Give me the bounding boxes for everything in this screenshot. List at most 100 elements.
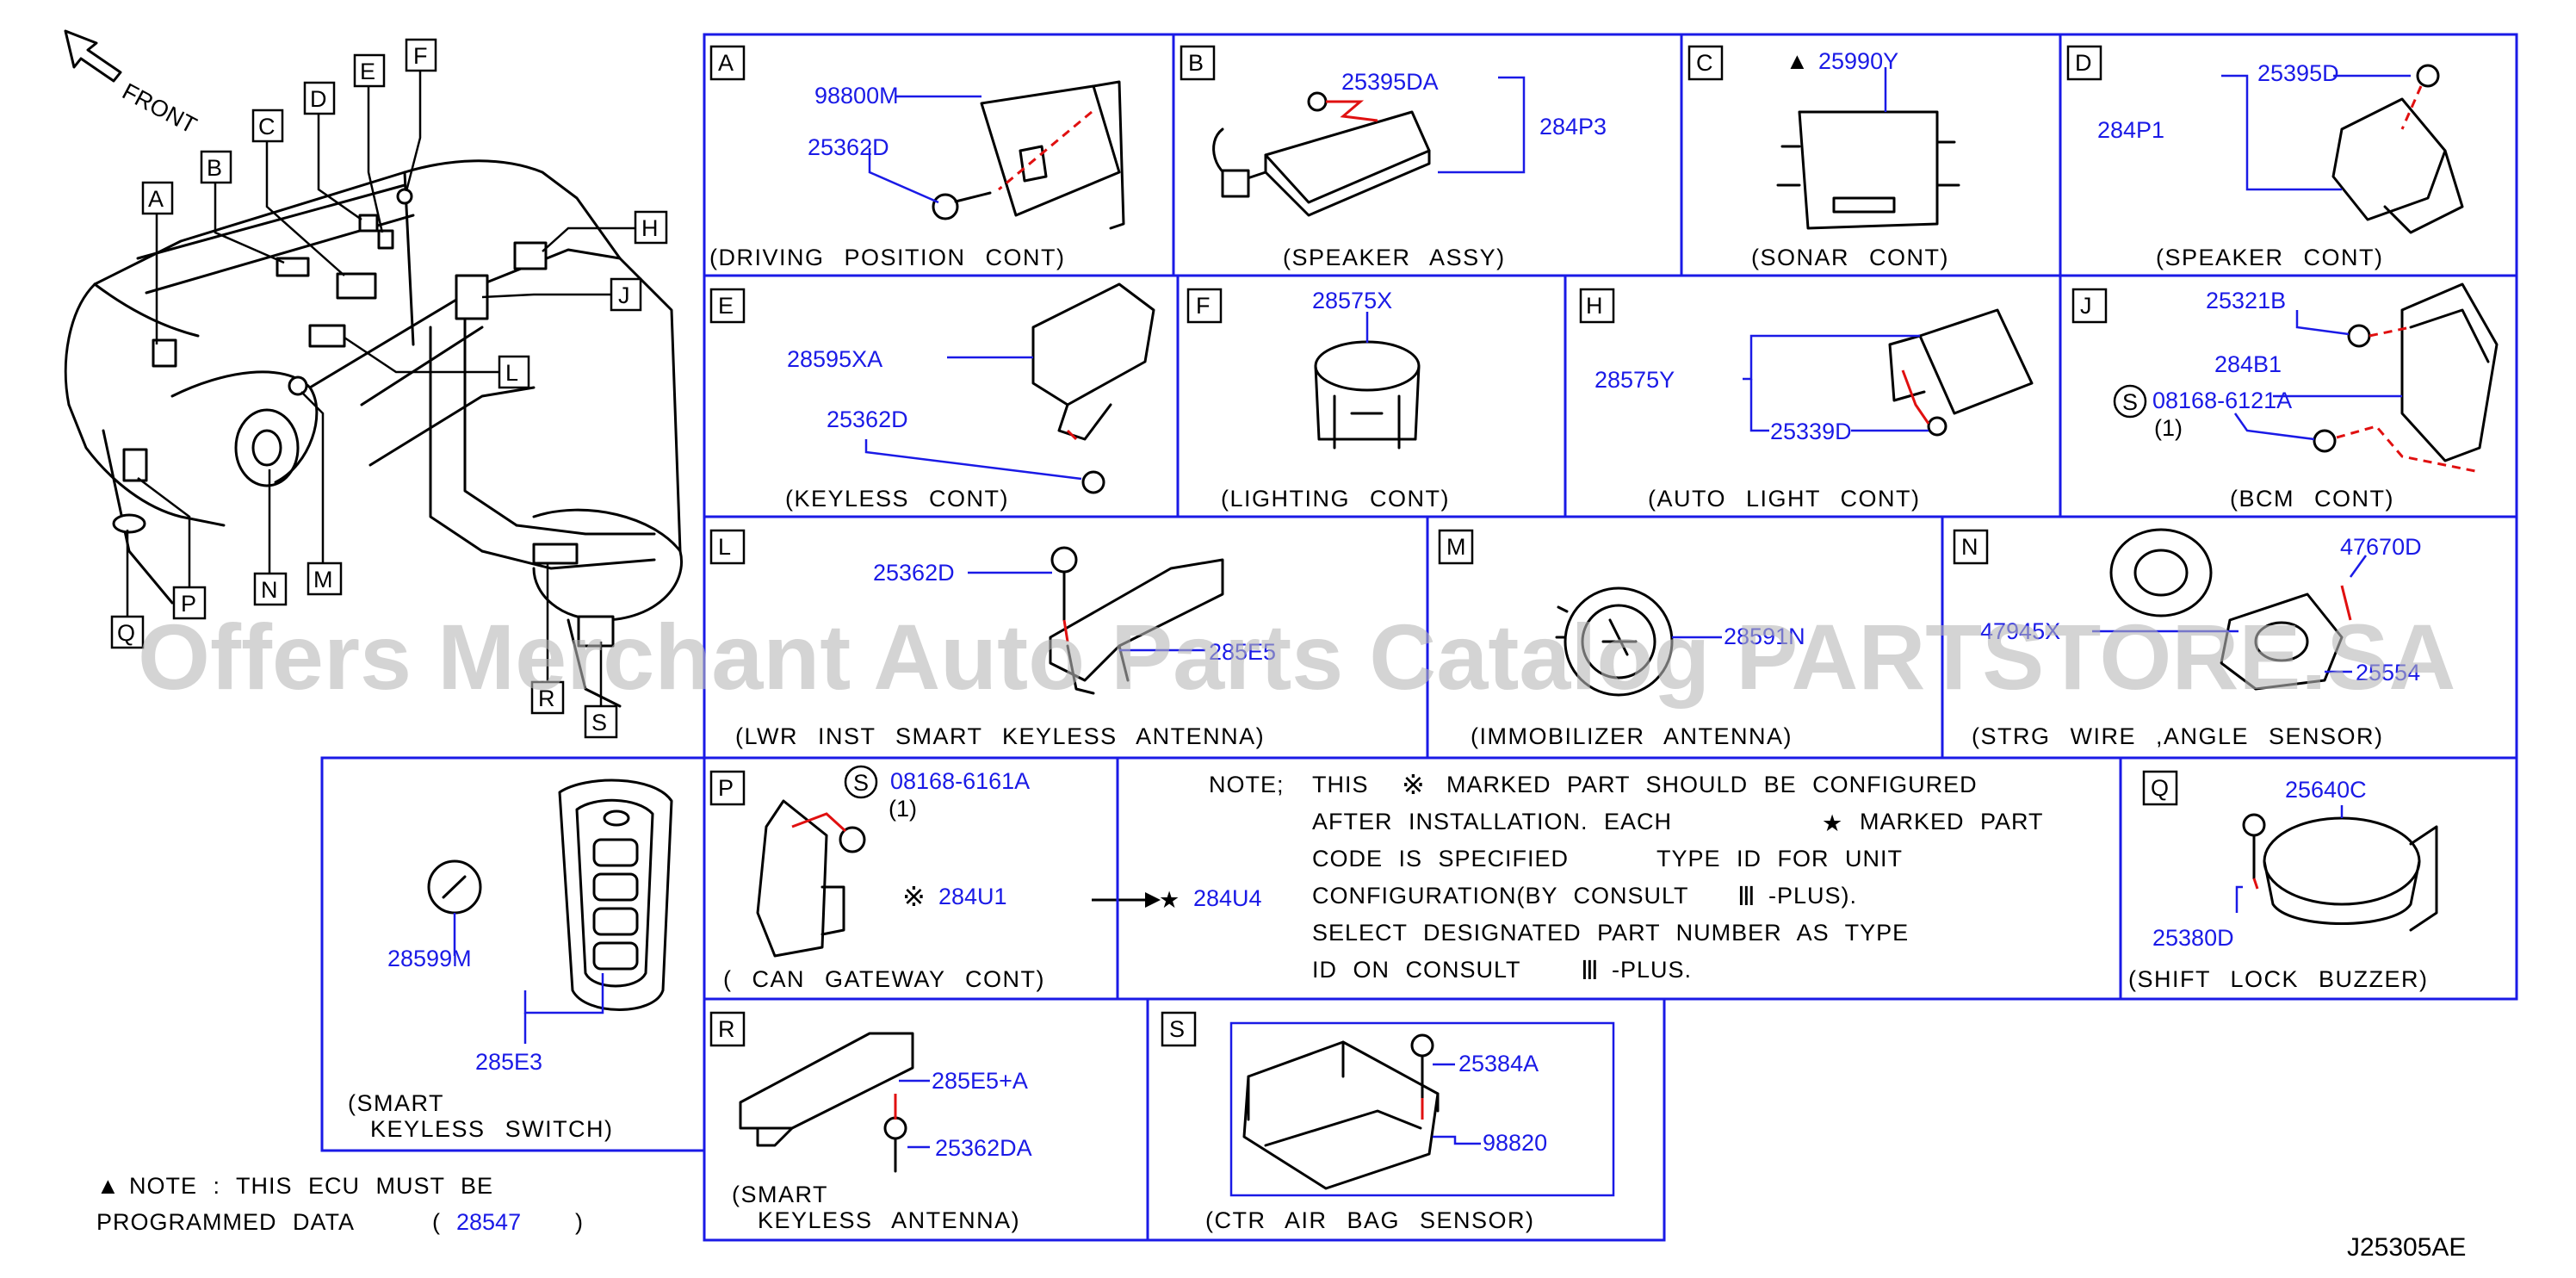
panel-caption: (LIGHTING CONT)	[1221, 486, 1450, 512]
part-number: 08168-6161A	[890, 768, 1030, 794]
svg-text:E: E	[360, 59, 375, 84]
svg-text:PROGRAMMED DATA: PROGRAMMED DATA	[96, 1209, 355, 1235]
panel-b: B 25395DA 284P3 (SPEAKER ASSY)	[1172, 33, 1683, 277]
overview-letter-n: N	[253, 572, 288, 606]
part-number: 25362DA	[935, 1135, 1032, 1161]
can-gateway-cont-drawing	[756, 799, 866, 958]
panel-letter: A	[718, 50, 734, 76]
overview-letter-q: Q	[110, 615, 145, 649]
part-number: 47670D	[2340, 534, 2422, 560]
standard-part-mark: S	[2122, 389, 2138, 415]
figure-code: J25305AE	[2347, 1233, 2466, 1262]
svg-text:CODE IS SPECIFIED: CODE IS SPECIFIED	[1312, 846, 1569, 872]
panel-m: M 28591N (IMMOBILIZER ANTENNA)	[1426, 515, 1944, 760]
panel-letter: J	[2080, 293, 2092, 319]
panel-d: D 25395D 284P1 (SPEAKER CONT)	[2059, 33, 2518, 277]
part-number: 285E5+A	[932, 1068, 1028, 1094]
configuration-note: NOTE; THIS ※ MARKED PART SHOULD BE CONFI…	[1116, 756, 2122, 1001]
panel-letter: S	[1169, 1016, 1185, 1042]
panel-caption: (BCM CONT)	[2230, 486, 2394, 512]
standard-part-mark: S	[853, 770, 869, 796]
svg-text:B: B	[207, 155, 222, 181]
part-number: 28575X	[1312, 288, 1392, 313]
panel-caption: ( CAN GATEWAY CONT)	[723, 966, 1045, 992]
front-label: FRONT	[118, 78, 201, 139]
lighting-cont-drawing	[1314, 340, 1421, 450]
overview-letter-e: E	[353, 53, 386, 88]
svg-text:J: J	[618, 282, 630, 308]
svg-text:NOTE : THIS ECU MUST BE: NOTE : THIS ECU MUST BE	[129, 1173, 493, 1199]
reference-mark: ※	[1402, 769, 1425, 800]
panel-caption: (LWR INST SMART KEYLESS ANTENNA)	[735, 723, 1265, 749]
strg-wire-angle-sensor-drawing	[2109, 528, 2352, 691]
part-number: 28547	[456, 1209, 521, 1235]
part-number: 28575Y	[1595, 367, 1675, 393]
overview-part-e	[377, 229, 394, 250]
panel-caption: (SONAR CONT)	[1751, 245, 1949, 270]
svg-text:P: P	[181, 591, 196, 617]
programmed-marker: ▲	[96, 1173, 120, 1199]
panel-caption: (SMART	[348, 1090, 444, 1116]
overview-letter-m: M	[307, 561, 343, 596]
overview-part-d	[358, 214, 379, 233]
sonar-cont-drawing	[1776, 110, 1960, 230]
part-number: 285E3	[475, 1049, 542, 1075]
part-number: 28599M	[387, 946, 472, 971]
overview-letter-s: S	[584, 704, 618, 739]
svg-text:Q: Q	[117, 620, 135, 646]
svg-text:SELECT DESIGNATED PART NUMBER: SELECT DESIGNATED PART NUMBER AS TYPE	[1312, 920, 1909, 946]
overview-letter-l: L	[498, 355, 530, 389]
svg-text:MARKED PART SHOULD BE CONFIGUR: MARKED PART SHOULD BE CONFIGURED	[1446, 772, 1978, 797]
immobilizer-antenna-drawing	[1555, 586, 1674, 697]
overview-letter-a: A	[141, 181, 174, 215]
svg-text:A: A	[148, 186, 164, 212]
overview-part-l	[308, 324, 346, 348]
overview-part-s	[577, 615, 615, 648]
reference-mark: ※	[902, 881, 926, 912]
keyless-cont-drawing	[1031, 282, 1155, 494]
svg-text:-PLUS.: -PLUS.	[1612, 957, 1692, 983]
overview-part-b	[276, 257, 310, 277]
overview-letter-b: B	[200, 150, 232, 184]
overview-letter-r: R	[530, 680, 565, 715]
panel-caption: (SMART	[732, 1182, 828, 1207]
part-number: 28591N	[1724, 623, 1805, 649]
overview-part-h	[513, 241, 548, 270]
arrow-head-icon	[1145, 892, 1161, 908]
panel-f: F 28575X (LIGHTING CONT)	[1176, 274, 1567, 518]
svg-text:D: D	[310, 86, 327, 112]
panel-l: L 25362D 285E5 (LWR INST SMART KEYLESS A…	[703, 515, 1429, 760]
svg-text:H: H	[641, 215, 659, 241]
overview-part-q	[112, 513, 146, 534]
panel-j: J 25321B 284B1 S 08168-6121A (1) (BCM CO…	[2059, 274, 2518, 518]
panel-letter: Q	[2151, 775, 2169, 801]
part-number: 25990Y	[1818, 48, 1898, 74]
part-number: 28595XA	[787, 346, 882, 372]
part-number: 25395D	[2257, 60, 2339, 86]
smart-keyless-antenna-drawing	[739, 1032, 914, 1173]
svg-text:N: N	[261, 577, 278, 603]
overview-letter-h: H	[634, 210, 668, 245]
part-number: 25362D	[808, 134, 889, 160]
part-quantity: (1)	[889, 796, 917, 822]
consult-iii-mark: Ⅲ	[1737, 883, 1756, 911]
part-number: 25362D	[873, 560, 955, 586]
panel-letter: C	[1696, 50, 1713, 76]
panel-caption: (DRIVING POSITION CONT)	[709, 245, 1066, 270]
panel-a: A 98800M 25362D (DRIVING POSITION CONT)	[703, 33, 1175, 277]
svg-text:AFTER INSTALLATION. EACH: AFTER INSTALLATION. EACH	[1312, 809, 1672, 834]
svg-text:L: L	[505, 360, 518, 386]
svg-text:ID ON CONSULT: ID ON CONSULT	[1312, 957, 1521, 983]
shift-lock-buzzer-drawing	[2242, 813, 2438, 932]
svg-text:R: R	[538, 686, 555, 711]
consult-iii-mark: Ⅲ	[1581, 957, 1599, 985]
overview-letter-d: D	[303, 81, 336, 115]
panel-caption: (SPEAKER CONT)	[2156, 245, 2384, 270]
part-number: 25384A	[1458, 1051, 1539, 1076]
panel-caption: (CTR AIR BAG SENSOR)	[1205, 1207, 1535, 1233]
lwr-inst-antenna-drawing	[1049, 546, 1224, 695]
overview-dashboard: FRONT	[64, 29, 683, 708]
driving-position-cont-drawing	[932, 80, 1125, 230]
overview-letter-c: C	[251, 109, 284, 143]
